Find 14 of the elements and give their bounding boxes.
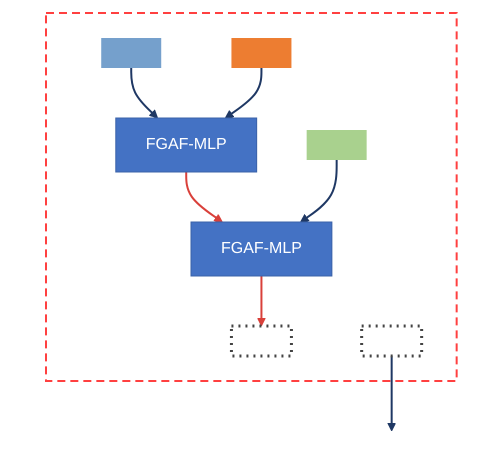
arrow xyxy=(256,276,266,326)
cluster xyxy=(44,12,458,382)
arrow xyxy=(184,172,222,222)
node-dots xyxy=(360,324,423,358)
arrow xyxy=(130,68,158,118)
node-box: FGAF-MLP xyxy=(190,222,332,276)
node-box: FGAF-MLP xyxy=(114,118,257,172)
arrow xyxy=(224,68,262,118)
node-bar xyxy=(231,38,292,68)
node-dots xyxy=(230,324,293,358)
node-bar xyxy=(306,130,366,160)
arrow xyxy=(300,160,338,222)
arrow xyxy=(386,356,396,432)
node-bar xyxy=(100,38,161,68)
